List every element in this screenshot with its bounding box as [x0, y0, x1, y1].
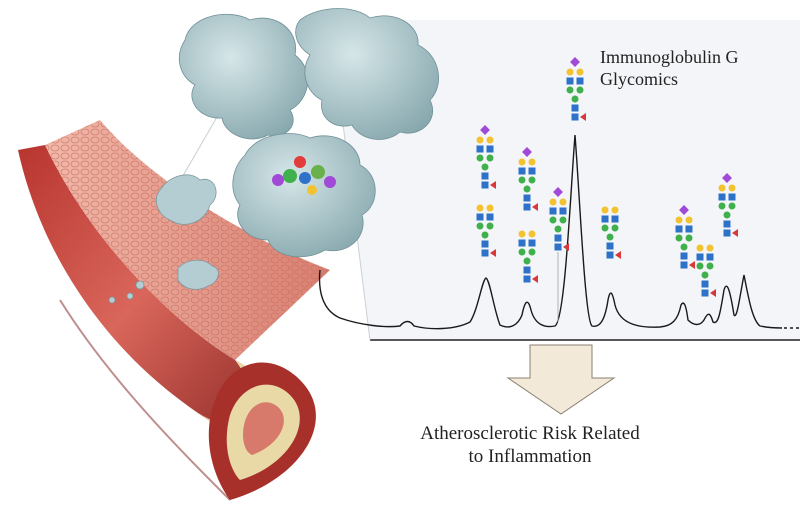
- chromatogram-trace: [318, 134, 783, 330]
- outcome-label: Atherosclerotic Risk Related to Inflamma…: [405, 422, 655, 468]
- igg-antibody-structure-icon: [178, 8, 439, 258]
- fc-glycan-icon: [272, 156, 336, 195]
- glycomics-title: Immunoglobulin G Glycomics: [600, 46, 739, 90]
- glycan-structure-icon: [696, 244, 716, 297]
- artery-cross-section-icon: [18, 120, 330, 501]
- title-line-1: Immunoglobulin G: [600, 47, 739, 67]
- glycan-structure-icon: [518, 147, 538, 211]
- outcome-line-1: Atherosclerotic Risk Related: [420, 423, 640, 444]
- down-arrow-icon: [506, 344, 616, 415]
- glycan-structure-icon: [549, 187, 569, 322]
- glycan-structure-icon: [718, 173, 738, 237]
- title-line-2: Glycomics: [600, 69, 678, 89]
- glycomics-panel: [330, 20, 800, 341]
- glycan-structures: [476, 57, 738, 322]
- glycan-structure-icon: [518, 230, 538, 283]
- outcome-line-2: to Inflammation: [468, 446, 592, 467]
- glycan-structure-icon: [566, 57, 586, 121]
- glycan-structure-icon: [601, 206, 621, 259]
- glycan-structure-icon: [675, 205, 695, 269]
- small-antibody-icon: [108, 174, 219, 304]
- glycan-structure-icon: [476, 204, 496, 257]
- glycan-structure-icon: [476, 125, 496, 189]
